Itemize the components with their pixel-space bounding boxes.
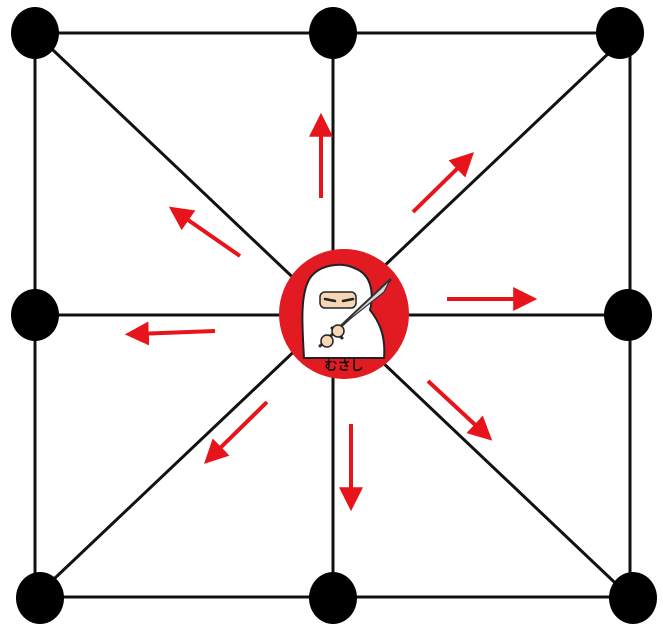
- board-node-bottom-center[interactable]: [309, 572, 357, 624]
- board-node-bottom-left[interactable]: [16, 572, 64, 624]
- board-node-bottom-right[interactable]: [609, 572, 657, 624]
- move-arrow-up-right: [413, 160, 466, 212]
- move-arrow-down-left: [212, 402, 267, 456]
- move-arrow-down-right: [428, 381, 484, 433]
- board-node-top-right[interactable]: [596, 7, 644, 59]
- board-node-top-left[interactable]: [11, 7, 59, 59]
- board-node-top-center[interactable]: [309, 7, 357, 59]
- move-arrow-left: [136, 331, 215, 334]
- board-node-middle-right[interactable]: [604, 289, 652, 341]
- piece-caption: むさし: [324, 359, 363, 374]
- board-node-middle-left[interactable]: [11, 289, 59, 341]
- musashi-piece[interactable]: むさし: [279, 249, 409, 379]
